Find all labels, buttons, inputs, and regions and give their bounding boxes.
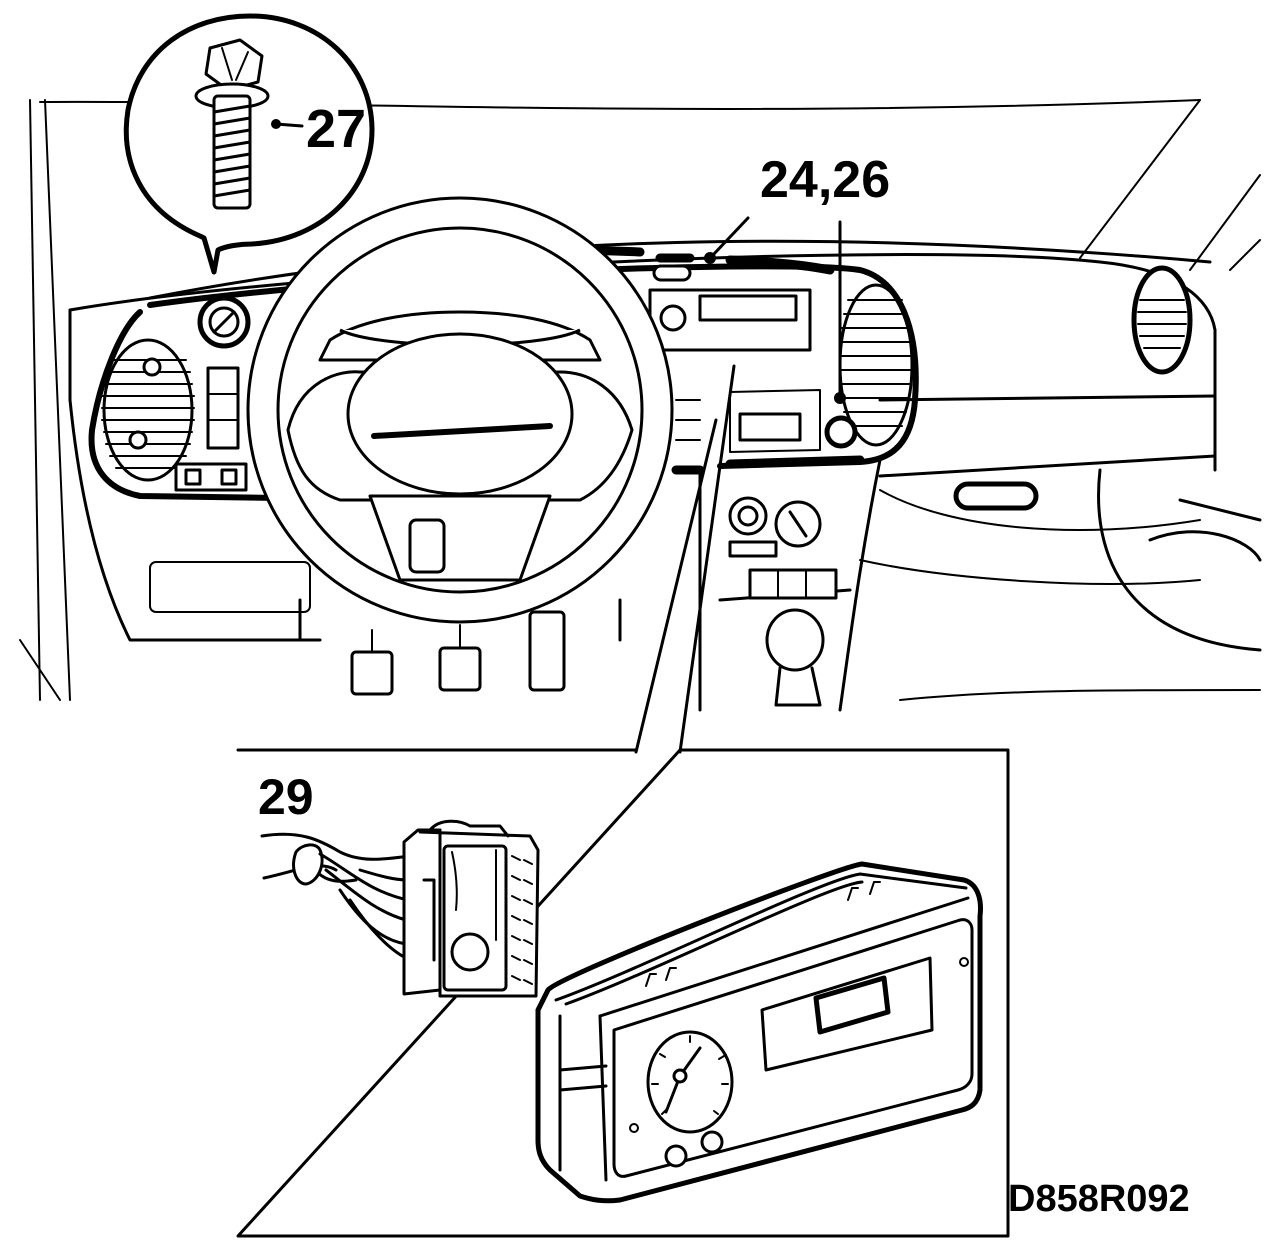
leader-24-26: [704, 216, 846, 404]
connector-pins: [511, 855, 533, 985]
bolt-27: [194, 38, 270, 210]
instrument-cluster-surround: [88, 245, 919, 501]
callout-label-27: 27: [306, 99, 367, 159]
wire-harness: [260, 832, 412, 960]
display-unit: [535, 861, 983, 1204]
connector-29: [402, 819, 540, 998]
detail-box: [236, 748, 1010, 1238]
figure-code: D858R092: [1008, 1178, 1190, 1220]
dashboard-outline: [19, 99, 1262, 712]
right-vent-grille: [839, 299, 911, 427]
bolt-callout: [123, 13, 375, 275]
callout-label-29: 29: [258, 769, 314, 825]
callout-label-24-26: 24,26: [760, 151, 891, 209]
steering-wheel: [246, 196, 674, 642]
left-vent-grille: [101, 359, 195, 469]
detail-leader: [634, 364, 736, 754]
